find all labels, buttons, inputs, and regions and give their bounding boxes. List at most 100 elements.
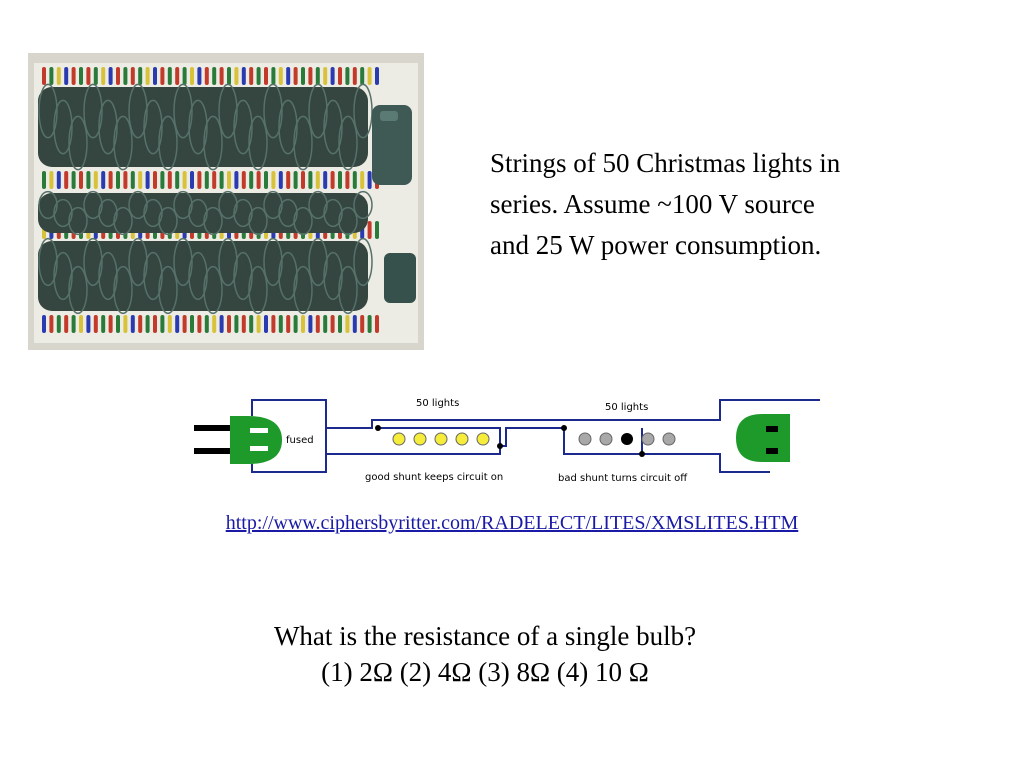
photo-bulb: [175, 315, 180, 333]
photo-wire-loop: [143, 198, 163, 228]
description-line-3: and 25 W power consumption.: [490, 230, 822, 260]
photo-wire-loop: [158, 206, 178, 236]
photo-wire-loop: [83, 237, 103, 287]
photo-bulb: [330, 67, 335, 85]
photo-bulb: [130, 171, 135, 189]
photo-bulb: [42, 315, 46, 333]
photo-bulb: [175, 171, 180, 189]
photo-bulb: [249, 315, 254, 333]
photo-bulb: [138, 315, 143, 333]
photo-bulb: [315, 171, 320, 189]
photo-wire-loop: [263, 83, 283, 139]
description-text: Strings of 50 Christmas lights in series…: [490, 143, 960, 266]
photo-bulb: [108, 315, 113, 333]
photo-bulb: [130, 67, 135, 85]
photo-bulb: [71, 315, 76, 333]
photo-bulb: [190, 67, 194, 85]
photo-wire-loop: [143, 251, 163, 301]
source-link-container: http://www.ciphersbyritter.com/RADELECT/…: [0, 512, 1024, 535]
plug-prong-top: [194, 425, 234, 431]
photo-bulb: [293, 171, 298, 189]
circuit-diagram: fused 50 lights 50 lights good shunt: [190, 380, 830, 490]
photo-wire-bundle: [38, 193, 368, 233]
photo-bulb: [116, 171, 120, 189]
photo-wire-bundle: [38, 241, 368, 311]
photo-bulb: [49, 315, 54, 333]
source-link[interactable]: http://www.ciphersbyritter.com/RADELECT/…: [225, 512, 799, 534]
photo-bulb: [278, 171, 283, 189]
photo-wire-loop: [353, 237, 373, 287]
photo-wire-loop: [218, 237, 238, 287]
photo-bulb: [212, 315, 217, 333]
photo-bulb: [308, 67, 313, 85]
photo-bulb: [323, 67, 328, 85]
photo-bulb: [338, 315, 342, 333]
photo-bulb: [367, 221, 372, 239]
bulb-off: [662, 432, 676, 446]
photo-wire-loop: [158, 265, 178, 315]
photo-wire-loop: [68, 265, 88, 315]
plug-label: fused: [286, 435, 314, 446]
photo-wire-loop: [83, 190, 103, 220]
photo-bulb: [204, 67, 209, 85]
plug-slot-bottom: [250, 446, 268, 451]
photo-bulb: [278, 315, 283, 333]
photo-bulb: [167, 171, 172, 189]
photo-bulb: [182, 315, 187, 333]
left-caption: good shunt keeps circuit on: [365, 472, 503, 483]
photo-bulb: [301, 171, 305, 189]
photo-bulb: [286, 171, 291, 189]
photo-wire-loop: [173, 83, 193, 139]
photo-bulb: [64, 315, 69, 333]
photo-bulb: [375, 221, 379, 239]
photo-bulb: [308, 315, 313, 333]
photo-bulb: [330, 171, 335, 189]
photo-bulb: [116, 67, 120, 85]
photo-wire-loop: [53, 99, 73, 155]
photo-bulb: [138, 67, 143, 85]
photo-wire-loop: [263, 237, 283, 287]
plug-slot-top: [250, 428, 268, 433]
description-line-1: Strings of 50 Christmas lights in: [490, 148, 841, 178]
photo-bulb: [315, 315, 320, 333]
question-line-1: What is the resistance of a single bulb?: [273, 621, 697, 651]
left-string-label: 50 lights: [416, 398, 459, 409]
junction-dot: [497, 443, 503, 449]
circuit-diagram-svg: fused 50 lights 50 lights good shunt: [194, 398, 830, 484]
photo-wire-loop: [173, 190, 193, 220]
photo-wire-loop: [188, 251, 208, 301]
photo-wire-loop: [83, 83, 103, 139]
photo-bulb: [301, 67, 305, 85]
bulb-good: [455, 432, 469, 446]
photo-bulb: [249, 171, 254, 189]
photo-wire-loop: [113, 265, 133, 315]
photo-bulb: [241, 171, 246, 189]
photo-bulb: [160, 171, 165, 189]
photo-wire-loop: [203, 115, 223, 171]
photo-wire-loop: [128, 83, 148, 139]
photo-bulb: [175, 67, 180, 85]
photo-wire-loop: [113, 115, 133, 171]
photo-bulb: [182, 171, 187, 189]
photo-bulb: [93, 171, 98, 189]
photo-bulb: [293, 67, 298, 85]
photo-bulb: [86, 315, 91, 333]
wires: [251, 399, 830, 473]
photo-bulb: [256, 171, 261, 189]
photo-bulb: [338, 171, 342, 189]
photo-bulb: [79, 315, 83, 333]
photo-bulb: [219, 67, 224, 85]
plug-prong-bottom: [194, 448, 234, 454]
photo-bulb: [271, 67, 276, 85]
photo-wire-loop: [98, 99, 118, 155]
photo-bulb: [264, 67, 268, 85]
socket-slot-top: [766, 426, 778, 432]
photo-bulb: [123, 171, 128, 189]
bulb-off: [641, 432, 655, 446]
photo-wire-loop: [308, 83, 328, 139]
photo-wire-loop: [263, 190, 283, 220]
right-string-label: 50 lights: [605, 402, 648, 413]
photo-wire-loop: [248, 265, 268, 315]
photo-bulb: [286, 315, 291, 333]
photo-bulb: [219, 315, 224, 333]
